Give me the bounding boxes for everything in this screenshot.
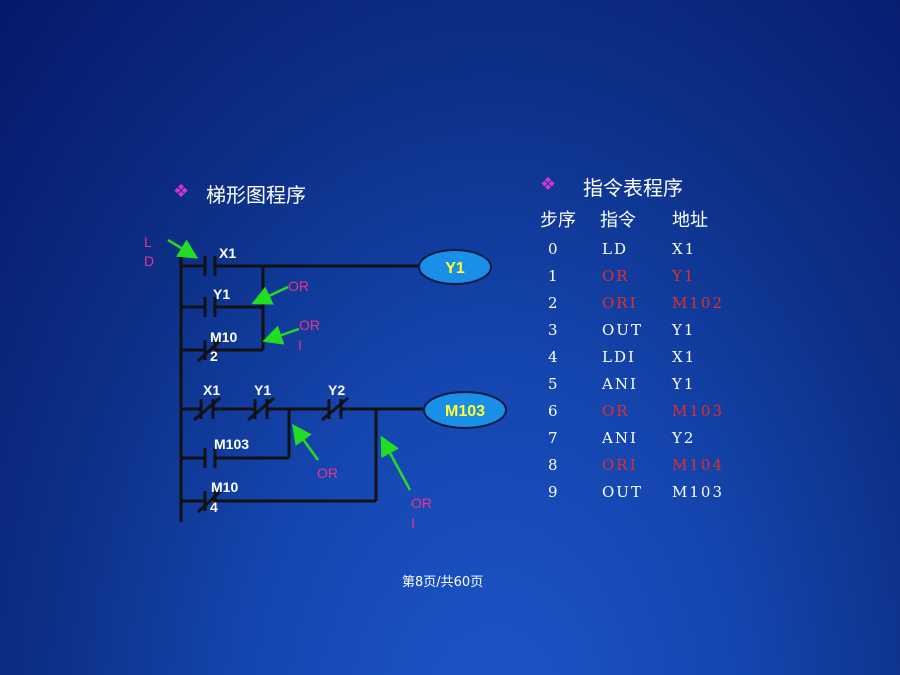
- table-cell-step: 5: [548, 375, 558, 393]
- annotation-label: I: [298, 337, 302, 353]
- diamond-bullet-icon: ❖: [173, 181, 190, 202]
- contact-label: X1: [219, 245, 236, 261]
- contact-m104-nc: [196, 488, 224, 514]
- contact-label: X1: [203, 382, 220, 398]
- coil-y1: [418, 249, 492, 285]
- annotation-label: L: [144, 234, 152, 250]
- arrow-icon: [262, 325, 300, 345]
- table-cell-step: 6: [548, 402, 558, 420]
- table-cell-op: LDI: [602, 348, 636, 366]
- table-cell-op: OR: [602, 402, 630, 420]
- ladder-diagram-title: 梯形图程序: [206, 183, 306, 207]
- coil-m103: [423, 391, 507, 429]
- annotation-label: OR: [411, 495, 432, 511]
- table-cell-op: OR: [602, 267, 630, 285]
- table-cell-op: ORI: [602, 456, 638, 474]
- table-cell-step: 7: [548, 429, 558, 447]
- header-instruction: 指令: [600, 210, 636, 231]
- table-cell-addr: M103: [672, 483, 724, 501]
- contact-label: M10: [210, 329, 237, 345]
- table-cell-op: OUT: [602, 483, 643, 501]
- table-cell-step: 9: [548, 483, 558, 501]
- contact-y2-nc: [321, 396, 349, 422]
- annotation-label: OR: [317, 465, 338, 481]
- contact-x1-nc: [193, 396, 221, 422]
- contact-m102-nc: [196, 337, 224, 363]
- annotation-label: D: [144, 253, 154, 269]
- table-cell-addr: X1: [672, 240, 697, 258]
- table-cell-step: 8: [548, 456, 558, 474]
- table-cell-addr: Y1: [672, 321, 696, 339]
- table-cell-step: 3: [548, 321, 558, 339]
- coil-y1-label: Y1: [445, 260, 465, 277]
- contact-label: M10: [211, 479, 238, 495]
- table-cell-addr: X1: [672, 348, 697, 366]
- table-cell-addr: Y1: [672, 267, 696, 285]
- table-cell-step: 2: [548, 294, 558, 312]
- contact-m103-no: [203, 448, 217, 468]
- contact-y1-no: [203, 297, 217, 317]
- page-counter: 第8页/共60页: [402, 575, 484, 590]
- instruction-list-title: 指令表程序: [583, 176, 683, 200]
- annotation-label: OR: [288, 278, 309, 294]
- contact-label: Y1: [213, 286, 230, 302]
- contact-y1-nc: [247, 396, 275, 422]
- table-cell-step: 1: [548, 267, 558, 285]
- contact-label: Y1: [254, 382, 271, 398]
- table-cell-op: OUT: [602, 321, 643, 339]
- table-cell-step: 4: [548, 348, 558, 366]
- diamond-bullet-icon: ❖: [540, 174, 557, 195]
- coil-m103-label: M103: [445, 403, 485, 420]
- header-address: 地址: [672, 210, 708, 231]
- header-step: 步序: [540, 210, 576, 231]
- contact-label: 2: [210, 348, 218, 364]
- arrow-icon: [380, 435, 412, 491]
- annotation-label: OR: [299, 317, 320, 333]
- table-cell-op: ANI: [602, 375, 638, 393]
- arrow-icon: [251, 285, 289, 305]
- table-cell-addr: M104: [672, 456, 724, 474]
- table-cell-addr: Y1: [672, 375, 696, 393]
- annotation-label: I: [411, 515, 415, 531]
- table-cell-addr: M103: [672, 402, 724, 420]
- table-cell-addr: Y2: [672, 429, 696, 447]
- contact-x1-no: [203, 256, 217, 276]
- table-cell-op: ORI: [602, 294, 638, 312]
- arrow-icon: [292, 423, 320, 461]
- table-cell-op: ANI: [602, 429, 638, 447]
- contact-label: M103: [214, 436, 249, 452]
- table-cell-addr: M102: [672, 294, 724, 312]
- table-cell-op: LD: [602, 240, 628, 258]
- arrow-icon: [167, 238, 199, 259]
- contact-label: Y2: [328, 382, 345, 398]
- contact-label: 4: [210, 499, 218, 515]
- table-cell-step: 0: [548, 240, 558, 258]
